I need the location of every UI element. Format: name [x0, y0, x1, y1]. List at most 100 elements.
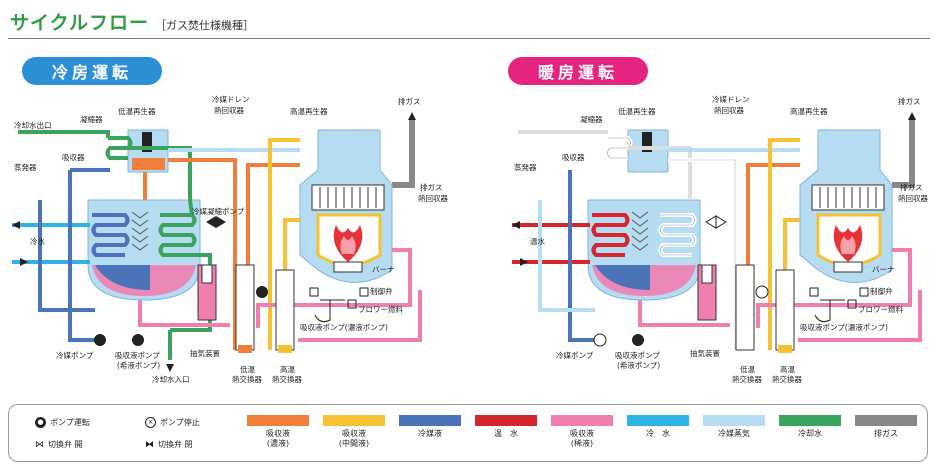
cool-absorbent-pump-dilute-icon: [132, 334, 144, 346]
cool-label-high-temp-regen: 高温再生器: [290, 106, 328, 116]
cool-label-high-hx-1: 高温: [280, 364, 295, 374]
legend-item-label: 冷却水: [777, 429, 843, 439]
heat-label-drain-heat-2: 熱回収器: [714, 105, 744, 115]
pump-stop-icon: ×: [145, 417, 156, 428]
legend-swatch: [855, 415, 917, 426]
cool-label-drain-heat-1: 冷媒ドレン: [212, 94, 250, 104]
legend-swatch: [551, 415, 613, 426]
legend-valve-open-label: 切換弁 開: [48, 439, 83, 450]
cool-switch-valve-icon: [206, 216, 226, 228]
legend-pump-stop-label: ポンプ停止: [160, 417, 200, 428]
legend-item: 冷 水: [625, 415, 691, 439]
legend-swatch: [627, 415, 689, 426]
heat-label-absorbent-pump: 吸収液ポンプ(濃液ポンプ): [800, 322, 888, 332]
cool-label-refrigerant-pump: 冷媒ポンプ: [56, 350, 94, 360]
heat-label-exhaust-recovery-2: 熱回収器: [898, 193, 928, 203]
cool-refrigerant-pump-icon: [94, 334, 106, 346]
legend-item-label: 吸収液(中間液): [321, 429, 387, 449]
legend-pump-run: ● ポンプ運転: [35, 417, 90, 428]
legend-item: 冷媒蒸気: [701, 415, 767, 439]
legend-item: 排ガス: [853, 415, 919, 439]
legend-item-label: 冷媒液: [397, 429, 463, 439]
heat-label-absorbent-dilute-1: 吸収液ポンプ: [615, 350, 660, 360]
heat-label-extraction: 抽気装置: [690, 348, 720, 358]
legend-item-label: 冷媒蒸気: [701, 429, 767, 439]
legend-swatch: [323, 415, 385, 426]
cool-label-absorbent-pump: 吸収液ポンプ(濃液ポンプ): [300, 322, 388, 332]
cooling-diagram: [12, 112, 420, 372]
valve-closed-icon: ⧓: [145, 440, 154, 450]
heat-label-control-valve: 制御弁: [870, 286, 893, 296]
legend-valve-closed-label: 切換弁 閉: [158, 439, 193, 450]
heat-label-drain-heat-1: 冷媒ドレン: [712, 94, 750, 104]
cool-label-low-temp-regen: 低温再生器: [118, 106, 156, 116]
cool-label-extraction: 抽気装置: [190, 348, 220, 358]
heat-label-exhaust-recovery-1: 排ガス: [900, 182, 923, 192]
legend-swatch: [247, 415, 309, 426]
heat-refrigerant-pump-icon: [594, 334, 606, 346]
legend-swatch: [779, 415, 841, 426]
heat-absorbent-pump-icon: [756, 286, 768, 298]
cool-label-blower: ブロワー燃料: [358, 304, 403, 314]
cool-condenser-coil: [108, 138, 131, 158]
cool-label-exhaust: 排ガス: [398, 96, 421, 106]
cool-label-evaporator: 蒸発器: [14, 162, 37, 172]
legend-valve-open: ⋈ 切換弁 開: [35, 439, 83, 450]
heat-low-temp-heat-exchanger: [736, 265, 754, 350]
cool-label-low-hx-2: 熱交換器: [232, 374, 262, 384]
heat-label-absorber: 吸収器: [562, 153, 585, 162]
cool-label-high-hx-2: 熱交換器: [272, 374, 302, 384]
heat-label-absorbent-dilute-2: (希液ポンプ): [617, 360, 660, 370]
legend-item: 吸収液(稀液): [549, 415, 615, 449]
cool-label-cooling-water-out: 冷却水出口: [14, 120, 52, 130]
cool-high-temp-heat-exchanger: [276, 270, 294, 350]
cool-label-burner: バーナ: [372, 265, 395, 274]
legend-item-label: 吸収液(稀液): [549, 429, 615, 449]
heat-label-condenser: 凝縮器: [580, 114, 603, 124]
cool-label-control-valve: 制御弁: [370, 286, 393, 296]
cool-label-cold-water: 冷水: [30, 236, 45, 246]
heat-label-exhaust: 排ガス: [898, 96, 921, 106]
legend-item-label: 冷 水: [625, 429, 691, 439]
cool-label-absorbent-dilute-1: 吸収液ポンプ: [115, 350, 160, 360]
legend-item-label: 吸収液(濃液): [245, 429, 311, 449]
heat-label-hot-water: 温水: [530, 236, 545, 246]
heat-absorbent-pump-dilute-icon: [632, 334, 644, 346]
legend-item-label: 排ガス: [853, 429, 919, 439]
legend-item: 温 水: [473, 415, 539, 439]
cool-label-low-hx-1: 低温: [240, 364, 255, 374]
cool-label-exhaust-recovery-1: 排ガス: [420, 182, 443, 192]
cool-label-absorbent-dilute-2: (希液ポンプ): [117, 360, 160, 370]
legend-panel: ● ポンプ運転 × ポンプ停止 ⋈ 切換弁 開 ⧓ 切換弁 閉 吸収液(濃液) 吸…: [8, 404, 928, 462]
legend-item: 冷媒液: [397, 415, 463, 439]
cool-label-absorber: 吸収器: [62, 153, 85, 162]
cycle-flow-diagram: 冷却水出口 凝縮器 低温再生器 冷媒ドレン 熱回収器 高温再生器 排ガス 吸収器…: [0, 0, 935, 405]
legend-swatch: [475, 415, 537, 426]
heat-label-refrigerant-pump: 冷媒ポンプ: [556, 350, 594, 360]
heat-label-low-hx-2: 熱交換器: [732, 374, 762, 384]
heat-label-low-temp-regen: 低温再生器: [618, 106, 656, 116]
cool-label-cooling-water-in: 冷却水入口: [152, 374, 190, 384]
heat-label-blower: ブロワー燃料: [858, 304, 903, 314]
heat-label-high-hx-2: 熱交換器: [772, 374, 802, 384]
cool-low-temp-heat-exchanger: [236, 265, 254, 350]
legend-item: 吸収液(濃液): [245, 415, 311, 449]
legend-valve-closed: ⧓ 切換弁 閉: [145, 439, 193, 450]
valve-open-icon: ⋈: [35, 440, 44, 450]
heat-high-temp-heat-exchanger: [776, 270, 794, 350]
legend-pump-run-label: ポンプ運転: [50, 417, 90, 428]
legend-swatch: [399, 415, 461, 426]
heat-label-evaporator: 蒸発器: [514, 162, 537, 172]
cool-label-refrigerant-small: 冷媒凝縮ポンプ: [192, 206, 245, 216]
legend-item-label: 温 水: [473, 429, 539, 439]
heat-label-low-hx-1: 低温: [740, 364, 755, 374]
legend-item: 冷却水: [777, 415, 843, 439]
heat-label-high-temp-regen: 高温再生器: [790, 106, 828, 116]
heating-diagram: [512, 112, 920, 353]
heat-switch-valve-icon: [706, 216, 726, 228]
legend-pump-stop: × ポンプ停止: [145, 417, 200, 428]
cool-label-exhaust-recovery-2: 熱回収器: [418, 193, 448, 203]
cool-label-condenser: 凝縮器: [80, 114, 103, 124]
cool-exhaust-line: [392, 118, 412, 185]
pump-run-icon: ●: [35, 417, 46, 428]
